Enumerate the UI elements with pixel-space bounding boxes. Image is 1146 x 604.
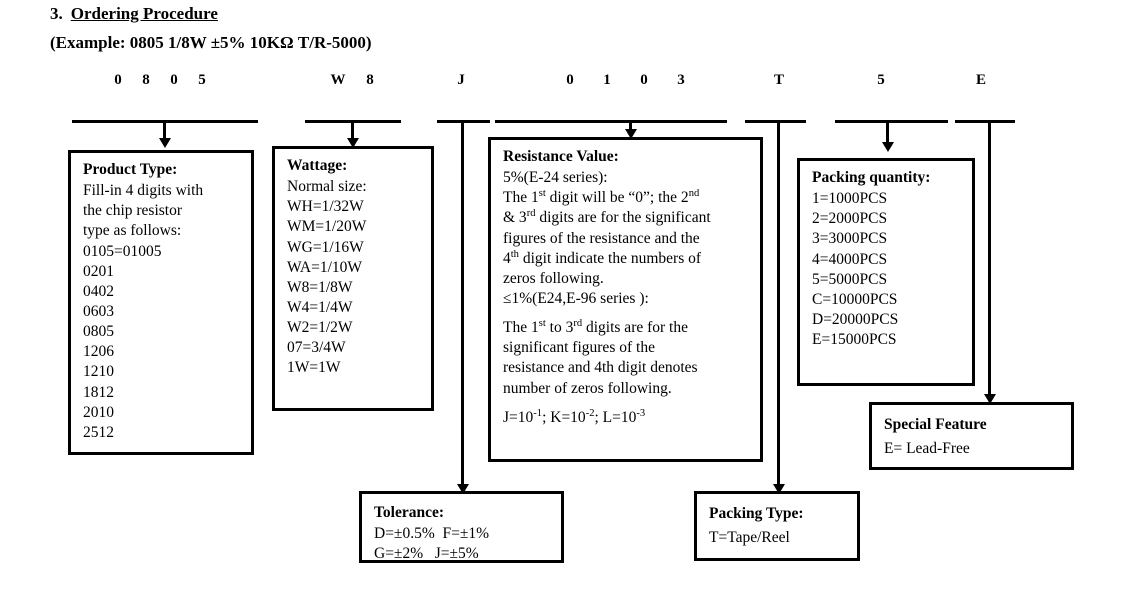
box-line: 0105=01005 [83, 242, 162, 260]
box-line: the chip resistor [83, 202, 183, 220]
box-line: T=Tape/Reel [709, 529, 790, 547]
code-char: 0 [170, 72, 178, 88]
section-number: 3. [50, 4, 63, 23]
box-line: number of zeros following. [503, 379, 672, 397]
connector-stem-packing-quantity [886, 120, 889, 145]
box-line: 0603 [83, 302, 114, 320]
box-line: figures of the resistance and the [503, 229, 700, 247]
box-line: Fill-in 4 digits with [83, 182, 204, 200]
box-line: The 1st digit will be “0”; the 2nd [503, 188, 700, 207]
box-line: 4th digit indicate the numbers of [503, 248, 702, 267]
box-tolerance: Tolerance: D=±0.5% F=±1% G=±2% J=±5% [359, 491, 564, 563]
page-title: Ordering Procedure [70, 4, 218, 23]
box-line: 1=1000PCS [812, 190, 888, 208]
box-line: type as follows: [83, 222, 182, 240]
box-title-special-feature: Special Feature [884, 416, 987, 433]
box-packing-quantity: Packing quantity: 1=1000PCS 2=2000PCS 3=… [797, 158, 975, 386]
example-part-number: (Example: 0805 1/8W ±5% 10KΩ T/R-5000) [50, 33, 372, 52]
box-line-multipliers: J=10-1; K=10-2; L=10-3 [503, 407, 646, 426]
code-char: 8 [142, 72, 150, 88]
box-line: 3=3000PCS [812, 230, 888, 248]
box-line: 4=4000PCS [812, 250, 888, 268]
box-line: 0201 [83, 262, 114, 280]
connector-stem-wattage [351, 120, 354, 141]
box-line: W8=1/8W [287, 278, 353, 296]
box-line: 1206 [83, 343, 114, 361]
connector-bar-packing-quantity [835, 120, 948, 123]
connector-arrow-packing-quantity [881, 142, 894, 152]
box-line: zeros following. [503, 269, 604, 287]
code-char: 3 [677, 72, 685, 88]
box-line: 0402 [83, 282, 114, 300]
box-line: D=20000PCS [812, 310, 899, 328]
box-line: 1W=1W [287, 359, 341, 377]
box-line: C=10000PCS [812, 290, 898, 308]
box-title-packing-type: Packing Type: [709, 505, 804, 522]
box-line-series-5pct: 5%(E-24 series): [503, 169, 608, 187]
connector-stem-resistance-value [629, 120, 632, 132]
box-line: E=15000PCS [812, 331, 897, 349]
box-wattage: Wattage: Normal size: WH=1/32W WM=1/20W … [272, 146, 434, 411]
connector-bar-packing-type [745, 120, 806, 123]
code-char: 0 [566, 72, 574, 88]
connector-arrow-resistance-value [624, 129, 637, 139]
box-packing-type: Packing Type: T=Tape/Reel [694, 491, 860, 561]
box-line: significant figures of the [503, 339, 655, 357]
box-line: & 3rd digits are for the significant [503, 208, 711, 227]
box-special-feature: Special Feature E= Lead-Free [869, 402, 1074, 470]
connector-bar-special-feature [955, 120, 1015, 123]
connector-arrow-packing-type [772, 484, 785, 494]
box-line: G=±2% J=±5% [374, 545, 479, 563]
box-line: The 1st to 3rd digits are for the [503, 317, 688, 337]
box-line: WM=1/20W [287, 218, 367, 236]
box-line: W4=1/4W [287, 298, 353, 316]
code-char: 5 [877, 72, 885, 88]
box-line: D=±0.5% F=±1% [374, 525, 490, 543]
box-line: E= Lead-Free [884, 440, 970, 458]
spacer [503, 399, 750, 408]
box-title-tolerance: Tolerance: [374, 504, 445, 521]
box-line-series-1pct: ≤1%(E24,E-96 series ): [503, 289, 649, 307]
box-product-type: Product Type: Fill-in 4 digits with the … [68, 150, 254, 455]
box-line: Normal size: [287, 178, 367, 196]
connector-stem-special-feature [988, 120, 991, 398]
box-line: 2010 [83, 403, 114, 421]
box-title-resistance-value: Resistance Value: [503, 148, 619, 165]
code-char: 5 [198, 72, 206, 88]
box-line: 1812 [83, 383, 114, 401]
box-line: 5=5000PCS [812, 270, 888, 288]
box-line: 07=3/4W [287, 339, 346, 357]
code-char: W [330, 72, 346, 88]
box-line: WA=1/10W [287, 258, 363, 276]
box-line: 2512 [83, 423, 114, 441]
connector-arrow-special-feature [983, 394, 996, 404]
code-char: 0 [640, 72, 648, 88]
box-line: WG=1/16W [287, 238, 364, 256]
connector-arrow-tolerance [456, 484, 469, 494]
code-char: 8 [366, 72, 374, 88]
spacer [503, 309, 750, 318]
connector-bar-resistance-value [495, 120, 727, 123]
section-heading: 3. Ordering Procedure [50, 4, 218, 24]
box-line: 1210 [83, 363, 114, 381]
box-resistance-value: Resistance Value: 5%(E-24 series): The 1… [488, 137, 763, 462]
connector-stem-packing-type [777, 120, 780, 488]
box-line: resistance and 4th digit denotes [503, 359, 698, 377]
connector-stem-tolerance [461, 120, 464, 488]
code-char: J [457, 72, 465, 88]
box-title-product-type: Product Type: [83, 161, 178, 178]
box-line: WH=1/32W [287, 198, 364, 216]
connector-arrow-product-type [158, 138, 171, 148]
code-char: E [975, 72, 986, 88]
box-line: W2=1/2W [287, 319, 353, 337]
box-line: 0805 [83, 323, 114, 341]
box-title-packing-quantity: Packing quantity: [812, 169, 931, 186]
box-title-wattage: Wattage: [287, 157, 348, 174]
code-char: 1 [603, 72, 611, 88]
code-char: T [773, 72, 784, 88]
box-line: 2=2000PCS [812, 210, 888, 228]
code-char: 0 [114, 72, 122, 88]
connector-stem-product-type [163, 120, 166, 141]
connector-arrow-wattage [346, 138, 359, 148]
